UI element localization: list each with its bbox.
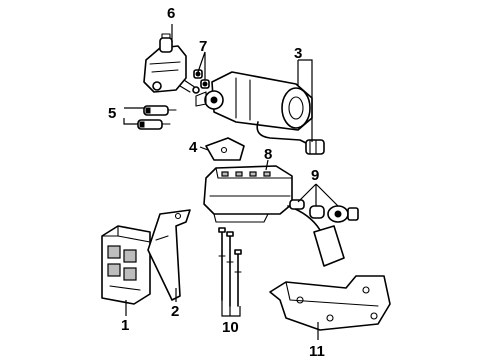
reservoir-part — [143, 33, 200, 94]
stud-bolt-part — [218, 227, 242, 307]
bracket-plate-part — [205, 137, 245, 161]
callout-1: 1 — [121, 317, 129, 334]
abs-module-part — [203, 165, 345, 267]
callout-8: 8 — [264, 146, 272, 163]
callout-9: 9 — [311, 167, 319, 184]
callout-4: 4 — [189, 139, 198, 156]
callout-7: 7 — [199, 38, 207, 55]
callout-2: 2 — [171, 303, 179, 320]
callout-6: 6 — [167, 5, 175, 22]
support-bracket-part — [269, 275, 391, 331]
callout-3: 3 — [294, 45, 302, 62]
mounting-bracket-part — [147, 209, 191, 301]
sensor-part — [289, 199, 359, 223]
hose-part — [137, 105, 177, 130]
callout-5: 5 — [108, 105, 116, 122]
callout-11: 11 — [309, 343, 325, 360]
control-unit-part — [101, 225, 151, 305]
leader-lines — [123, 24, 339, 340]
callout-10: 10 — [222, 319, 239, 336]
fitting-part — [193, 69, 210, 89]
pump-motor-part — [195, 71, 325, 155]
